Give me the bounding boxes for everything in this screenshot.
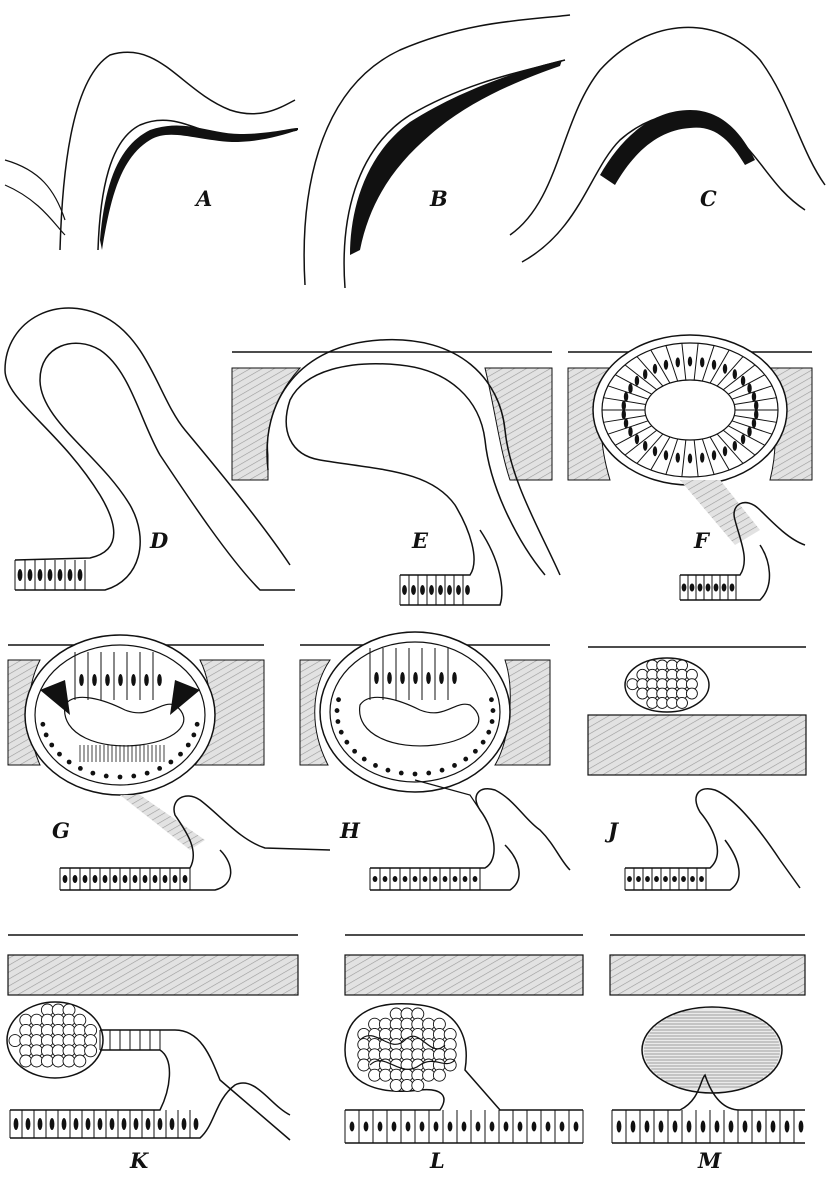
panel-a: A — [5, 52, 298, 250]
panel-label-h: H — [339, 818, 361, 843]
panel-e: E — [232, 340, 560, 605]
panel-label-a: A — [194, 186, 212, 211]
panel-label-e: E — [411, 528, 429, 553]
panel-label-l: L — [429, 1148, 445, 1173]
panel-label-d: D — [149, 528, 169, 553]
panel-b: B — [304, 15, 570, 288]
panel-label-f: F — [693, 528, 711, 553]
panel-label-j: J — [604, 818, 620, 843]
panel-label-c: C — [700, 186, 717, 211]
panel-label-k: K — [129, 1148, 149, 1173]
panel-label-g: G — [52, 818, 70, 843]
panel-label-b: B — [429, 186, 448, 211]
panel-label-m: M — [697, 1148, 722, 1173]
panel-m: M — [610, 935, 805, 1173]
panel-f: F — [568, 335, 812, 600]
